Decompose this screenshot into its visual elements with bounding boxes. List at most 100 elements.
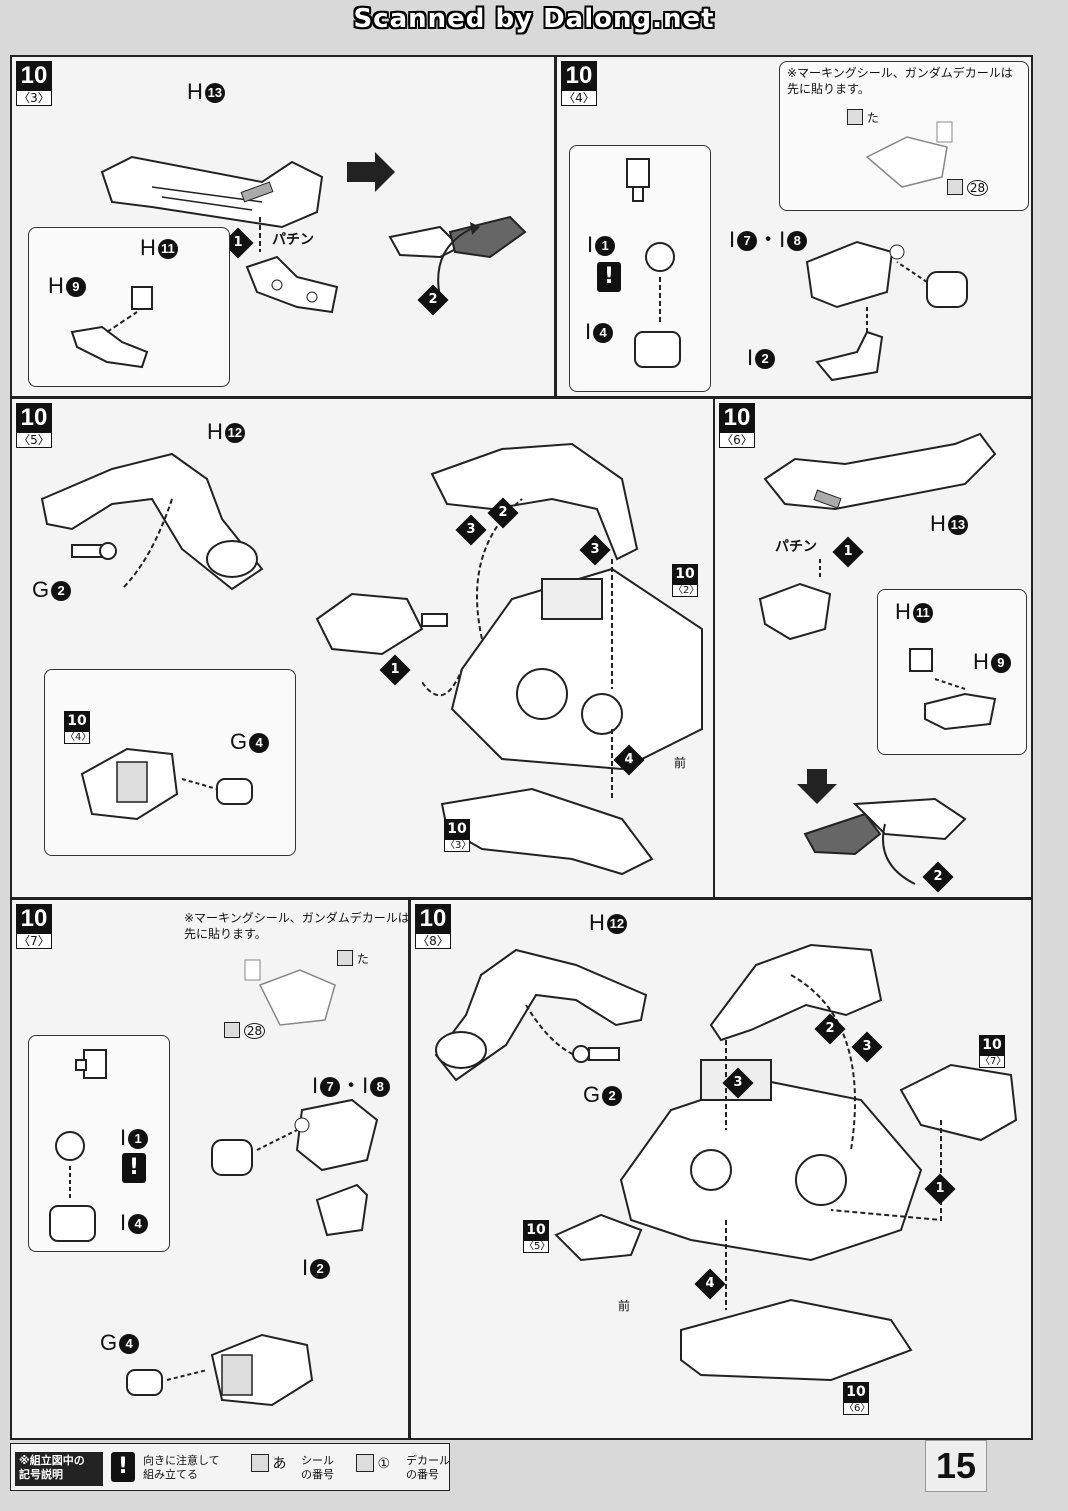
label-letter: H (895, 599, 911, 624)
ref-substep: 〈3〉 (444, 839, 472, 852)
step-marker-text: 4 (624, 752, 634, 767)
step-badge: 10〈5〉 (16, 403, 52, 448)
step-marker-text: 2 (428, 292, 438, 307)
marking-note-text: ※マーキングシール、ガンダムデカールは 先に貼ります。 (787, 66, 1013, 96)
step-marker-3b: 3 (579, 534, 611, 566)
ref-substep: 〈7〉 (979, 1055, 1007, 1068)
part-i1-i4-illustration (49, 1131, 96, 1242)
step-number: 10 (415, 904, 451, 934)
ref-number: 10 (444, 819, 470, 839)
part-peg-illustration (626, 158, 650, 202)
decal-number: 28 (966, 180, 989, 196)
step-reference-10-2: 10〈2〉 (672, 564, 699, 597)
part-i1-i4-illustration (634, 242, 681, 368)
label-letter: I (312, 1073, 319, 1098)
part-peg-illustration (75, 1049, 107, 1079)
label-letter: G (583, 1082, 601, 1107)
part-i1-i2-detail-illustration (865, 121, 953, 188)
label-number: 2 (755, 349, 776, 369)
part-g4-joint-illustration (126, 1333, 314, 1407)
orientation-warning-icon: ! (111, 1452, 135, 1482)
step-marker-1: 1 (924, 1173, 956, 1205)
step-substep: 〈6〉 (719, 433, 755, 448)
step-substep: 〈4〉 (561, 91, 597, 106)
step-marker-3a: 3 (722, 1067, 754, 1099)
label-number: 7 (320, 1077, 341, 1097)
step-substep: 〈3〉 (16, 91, 52, 106)
decal-number-label: 28 (224, 1022, 266, 1039)
step-marker-text: 4 (705, 1276, 715, 1291)
decal-number: 28 (243, 1023, 266, 1039)
part-g2-peg-illustration (572, 1045, 620, 1063)
ref-number: 10 (672, 564, 698, 584)
down-arrow-illustration (797, 769, 837, 804)
label-letter: I (120, 1125, 127, 1150)
step-badge: 10〈6〉 (719, 403, 755, 448)
decal-number-label: 28 (947, 179, 989, 196)
label-number: 2 (602, 1086, 623, 1106)
legend-seal-text: シール の番号 (301, 1454, 334, 1481)
ref-substep: 〈4〉 (64, 731, 92, 744)
step-number: 10 (16, 61, 52, 91)
step-number: 10 (719, 403, 755, 433)
label-number: 13 (204, 83, 225, 103)
label-separator: ・ (757, 227, 780, 252)
front-direction-label: 前 (618, 1299, 631, 1313)
part-detail-illustration (244, 959, 336, 1026)
label-letter: G (32, 577, 50, 602)
label-number: 12 (224, 423, 245, 443)
seal-number-label: た (847, 109, 879, 126)
label-number: 4 (119, 1334, 140, 1354)
ref-number: 10 (523, 1220, 549, 1240)
step-number: 10 (16, 904, 52, 934)
label-letter: H (930, 511, 946, 536)
step-marker-text: 3 (862, 1039, 872, 1054)
snap-sound-label: パチン (272, 232, 314, 248)
step-reference-10-4: 10〈4〉 (64, 711, 92, 744)
decal-icon (224, 1022, 240, 1038)
ref-number: 10 (843, 1382, 869, 1402)
panel-step-10-7: 10〈7〉 ※マーキングシール、ガンダムデカールは 先に貼ります。 た 28 I… (10, 898, 410, 1440)
label-letter: H (973, 649, 989, 674)
part-h9-h11-illustration (70, 286, 153, 369)
part-i7-i8-illustration (211, 1098, 379, 1237)
part-g4-joint-illustration (80, 747, 253, 821)
label-number: 1 (595, 236, 616, 256)
part-main-body-illustration (619, 943, 1018, 1382)
step-marker-text: 3 (733, 1075, 743, 1090)
label-letter: I (729, 227, 736, 252)
label-number: 11 (912, 603, 933, 623)
label-letter: I (120, 1210, 127, 1235)
orientation-warning-icon: ! (122, 1153, 146, 1183)
panel-step-10-4: 10〈4〉 ※マーキングシール、ガンダムデカールは 先に貼ります。 た 28 I… (555, 55, 1033, 398)
label-number: 7 (737, 231, 758, 251)
rail-arrow-illustration (347, 152, 395, 192)
label-number: 8 (787, 231, 808, 251)
snap-sound-label: パチン (775, 539, 817, 555)
legend-warning-text: 向きに注意して 組み立てる (143, 1454, 220, 1481)
part-h9-h11-illustration (909, 648, 997, 731)
step-marker-2: 2 (814, 1013, 846, 1045)
label-letter: H (48, 273, 64, 298)
label-number: 4 (593, 323, 614, 343)
label-number: 4 (128, 1214, 149, 1234)
step-marker-3b: 3 (851, 1031, 883, 1063)
part-assembly-illustration (758, 559, 832, 641)
step-marker-3a: 3 (455, 514, 487, 546)
label-number: 1 (128, 1129, 149, 1149)
part-rotate-illustration (803, 797, 967, 885)
part-h12-arch-illustration (40, 452, 264, 591)
seal-icon (251, 1454, 269, 1472)
step-marker-text: 3 (590, 542, 600, 557)
step-number: 10 (561, 61, 597, 91)
front-direction-label: 前 (674, 756, 687, 770)
